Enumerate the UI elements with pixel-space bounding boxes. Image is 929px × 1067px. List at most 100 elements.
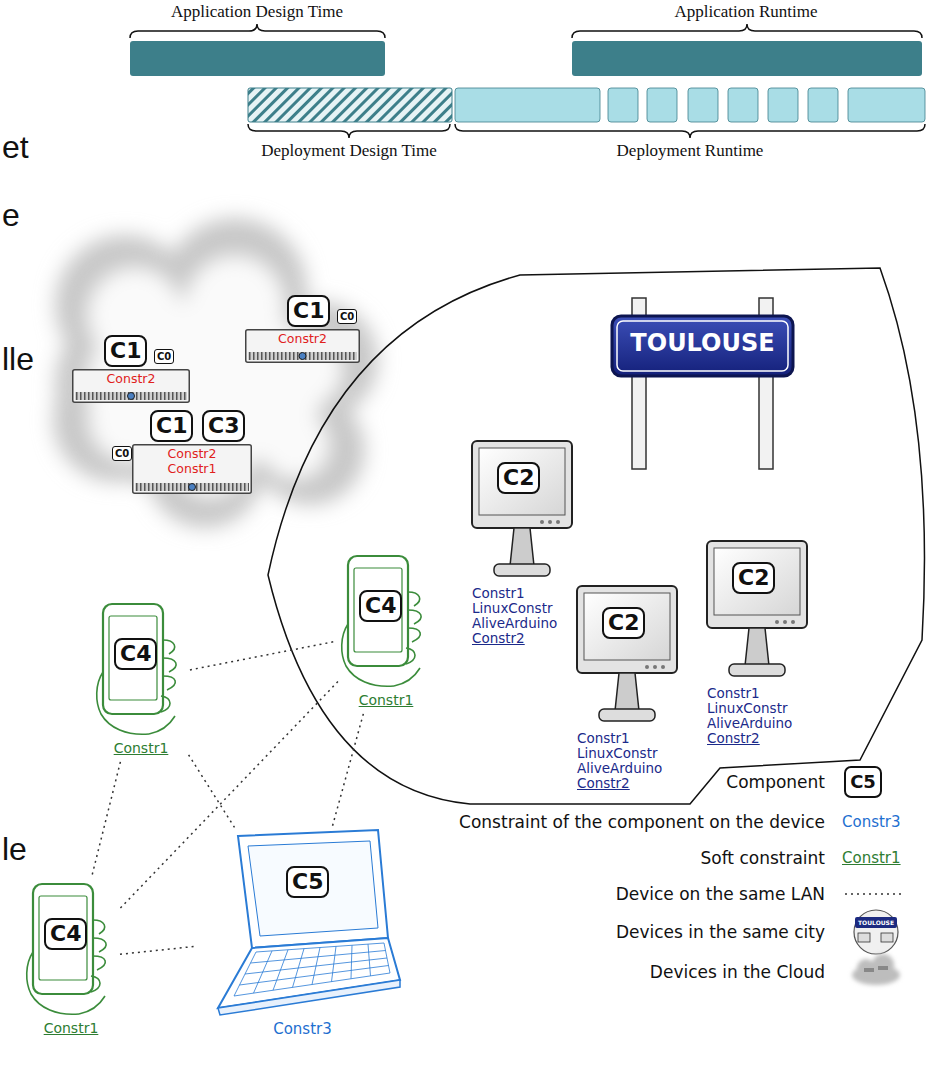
timeline bbox=[130, 24, 925, 138]
server-device: Constr2Constr1C1C3C0 bbox=[110, 410, 255, 494]
graphic-part bbox=[246, 330, 360, 363]
graphic-part bbox=[855, 917, 897, 928]
device-constraint: AliveArduino bbox=[707, 716, 792, 731]
component-box: C1 bbox=[287, 295, 330, 327]
desktop-device: Constr1LinuxConstrAliveArduinoConstr2C2 bbox=[470, 440, 582, 648]
phase-label: Deployment Design Time bbox=[261, 140, 437, 161]
graphic-part bbox=[540, 520, 544, 524]
soft-constraint: Constr2 bbox=[472, 631, 525, 646]
graphic-part bbox=[808, 88, 838, 122]
lan-link bbox=[120, 946, 197, 954]
graphic-part bbox=[572, 41, 922, 76]
graphic-part bbox=[149, 716, 175, 734]
graphic-part bbox=[791, 620, 795, 624]
graphic-part bbox=[408, 592, 420, 606]
graphic-part bbox=[615, 673, 639, 711]
monitor-art bbox=[470, 440, 574, 580]
component-label: C2 bbox=[608, 609, 639, 637]
legend-entry: Soft constraint bbox=[697, 847, 828, 869]
graphic-part bbox=[858, 933, 870, 942]
graphic-part bbox=[845, 893, 905, 895]
legend-city-sample: TOULOUSE bbox=[858, 917, 894, 928]
text-group: Constr3 bbox=[200, 1020, 405, 1038]
graphic-part bbox=[109, 616, 157, 700]
graphic-part bbox=[864, 968, 874, 972]
component-label: C0 bbox=[157, 350, 171, 363]
graphic-part bbox=[556, 520, 560, 524]
graphic-part bbox=[163, 658, 176, 672]
graphic-part bbox=[133, 445, 252, 494]
component-box: C2 bbox=[732, 562, 775, 594]
graphic-part bbox=[854, 910, 898, 954]
graphic-part bbox=[647, 88, 677, 122]
component-label: C1 bbox=[156, 412, 187, 440]
graphic-part bbox=[472, 441, 572, 528]
graphic-part bbox=[93, 938, 106, 952]
component-label: C3 bbox=[208, 412, 239, 440]
graphic-part bbox=[27, 952, 79, 1014]
graphic-part bbox=[248, 124, 450, 138]
device-constraint: AliveArduino bbox=[577, 761, 662, 776]
graphic-part bbox=[881, 933, 893, 942]
graphic-part bbox=[135, 483, 249, 491]
slide-fragment: lle bbox=[2, 340, 34, 378]
legend-entry: Device on the same LAN bbox=[613, 883, 828, 905]
legend-component-sample: C5 bbox=[850, 769, 876, 795]
device-constraint: Constr1 bbox=[707, 686, 760, 701]
component-box: C0 bbox=[337, 309, 357, 324]
graphic-part bbox=[299, 353, 306, 360]
graphic-part bbox=[75, 392, 187, 400]
graphic-part bbox=[33, 884, 93, 994]
legend-samples bbox=[845, 767, 905, 985]
text-group: Constr1 bbox=[340, 692, 432, 709]
graphic-part bbox=[73, 370, 190, 403]
graphic-part bbox=[384, 943, 390, 973]
legend-constraint-sample: Constr3 bbox=[840, 812, 903, 832]
graphic-part bbox=[394, 668, 420, 686]
legend-entry: Devices in the Cloud bbox=[647, 961, 828, 983]
graphic-part bbox=[97, 672, 149, 734]
text-group: Constr1 bbox=[25, 1020, 117, 1037]
text-group: Constr2 bbox=[245, 331, 360, 346]
graphic-part bbox=[857, 959, 875, 977]
graphic-part bbox=[273, 950, 288, 991]
graphic-part bbox=[608, 88, 638, 122]
device-constraint: Constr1 bbox=[472, 586, 525, 601]
graphic-part bbox=[342, 624, 394, 686]
server-constraint: Constr2 bbox=[168, 446, 217, 461]
desktop-device: Constr1LinuxConstrAliveArduinoConstr2C2 bbox=[705, 540, 817, 748]
component-label: C5 bbox=[292, 868, 323, 896]
city-region bbox=[268, 268, 924, 804]
graphic-part bbox=[354, 568, 402, 652]
graphic-part bbox=[768, 88, 798, 122]
device-constraint: AliveArduino bbox=[472, 616, 557, 631]
graphic-part bbox=[351, 945, 352, 979]
graphic-part bbox=[133, 445, 252, 494]
graphic-part bbox=[494, 564, 550, 576]
graphic-part bbox=[548, 520, 552, 524]
text-group: Constr1LinuxConstrAliveArduinoConstr2 bbox=[577, 731, 662, 791]
soft-constraint: Constr1 bbox=[359, 692, 414, 709]
component-box: C0 bbox=[112, 446, 132, 461]
component-box: C4 bbox=[359, 590, 402, 622]
graphic-part bbox=[729, 664, 785, 676]
component-label: C1 bbox=[293, 297, 324, 325]
phase-label: Application Runtime bbox=[674, 1, 817, 22]
graphic-part bbox=[293, 949, 305, 988]
graphic-part bbox=[455, 88, 600, 122]
graphic-part bbox=[368, 944, 371, 976]
component-box: C3 bbox=[202, 410, 245, 442]
component-box: C0 bbox=[154, 349, 174, 364]
graphic-part bbox=[872, 954, 894, 976]
graphic-part bbox=[612, 316, 793, 376]
graphic-part bbox=[572, 24, 922, 38]
graphic-part bbox=[645, 665, 649, 669]
graphic-part bbox=[130, 41, 385, 76]
lan-link bbox=[189, 755, 235, 828]
device-constraint: Constr3 bbox=[273, 1020, 332, 1038]
device-constraint: Constr1 bbox=[577, 731, 630, 746]
graphic-part bbox=[248, 352, 357, 360]
